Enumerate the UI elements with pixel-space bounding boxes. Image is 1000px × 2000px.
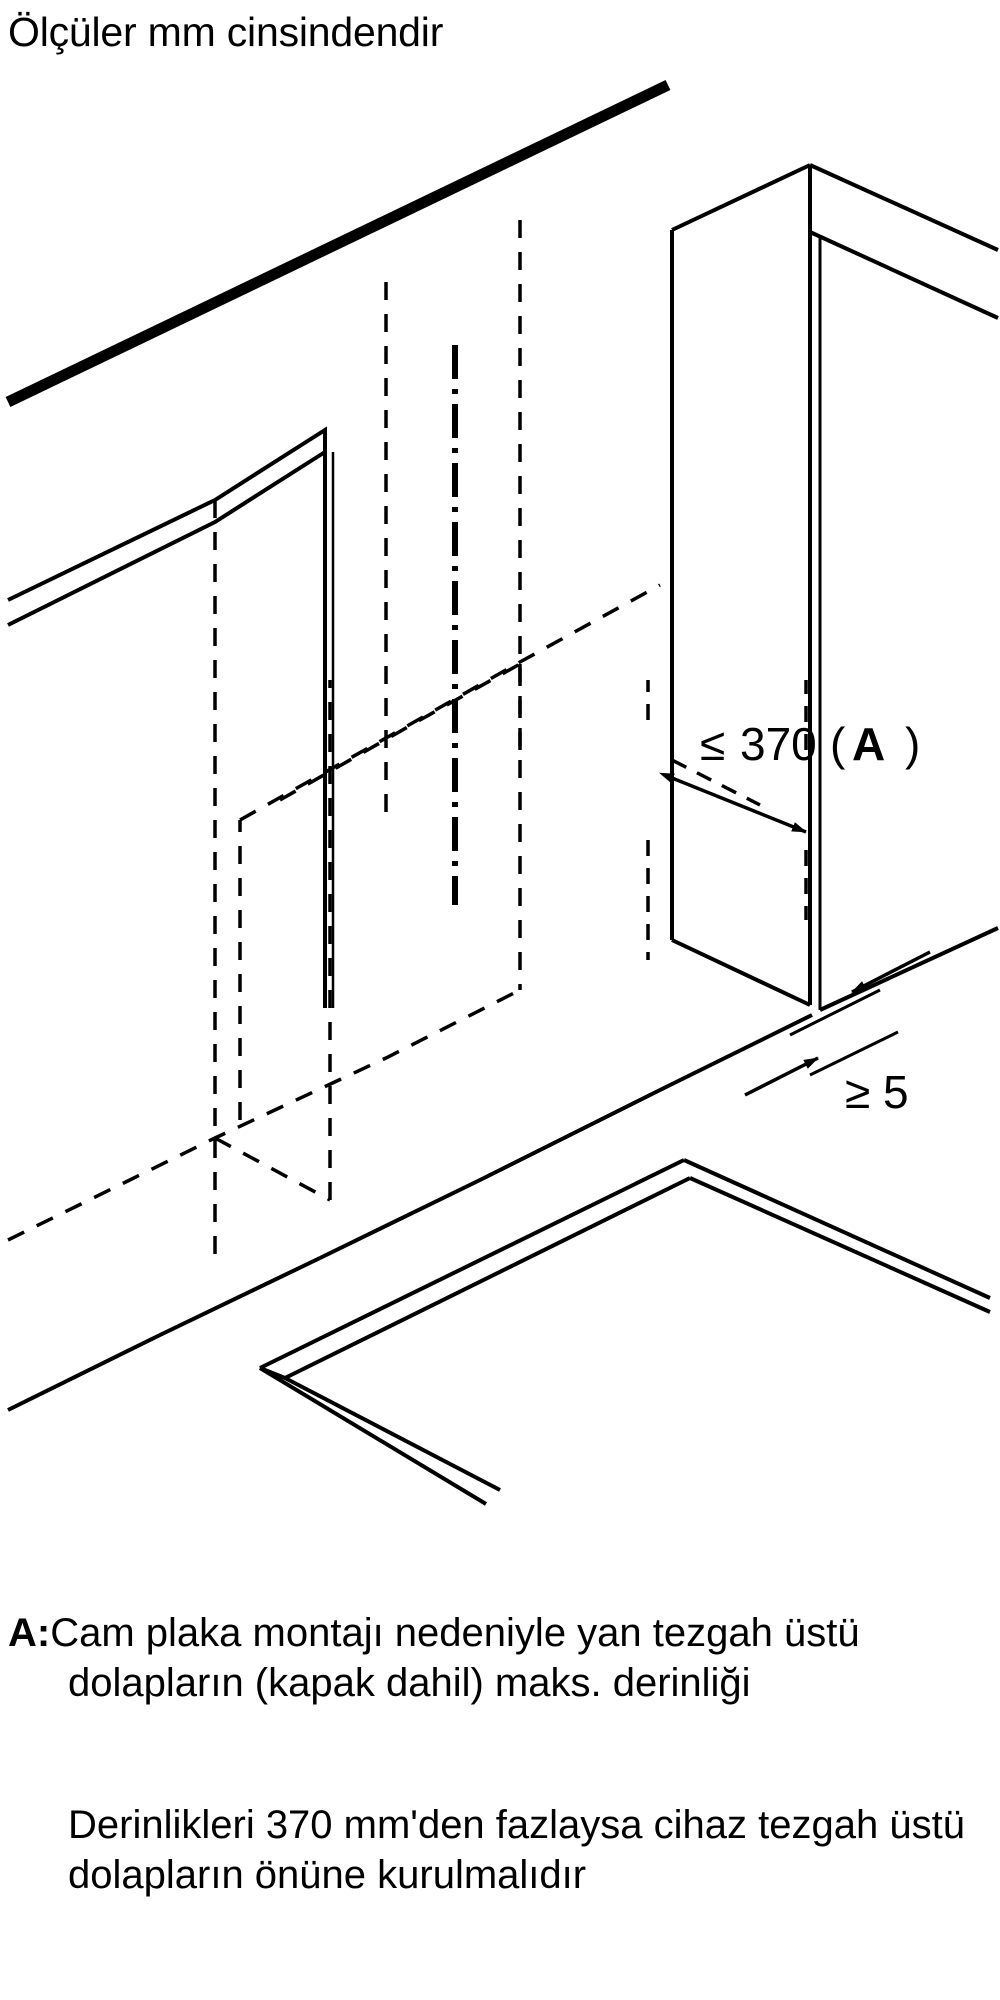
dimension-370-label-prefix: ≤ <box>700 718 725 770</box>
right-tall-cabinet <box>670 163 999 1012</box>
caption-b-text: Derinlikleri 370 mm'den fazlaysa cihaz t… <box>68 1803 965 1897</box>
worktop-foreground-v <box>258 1158 991 1506</box>
dimension-370-paren-close: ) <box>905 718 920 770</box>
worktop-foreground-left <box>7 1013 813 1412</box>
dimension-370-value: 370 <box>740 718 817 770</box>
dimension-370-paren-open: ( <box>830 718 846 770</box>
installation-diagram: ≤ 370 ( A ) ≥ 5 <box>5 80 999 1506</box>
caption-b-block: Derinlikleri 370 mm'den fazlaysa cihaz t… <box>8 1800 968 1900</box>
page-title: Ölçüler mm cinsindendir <box>8 9 444 55</box>
caption-a-marker: A: <box>8 1611 51 1655</box>
dimension-5-gap: ≥ 5 <box>744 950 931 1118</box>
dimension-5-label: ≥ 5 <box>845 1066 909 1118</box>
caption-a-block: A:Cam plaka montajı nedeniyle yan tezgah… <box>8 1608 968 1708</box>
caption-a-text: Cam plaka montajı nedeniyle yan tezgah ü… <box>50 1611 860 1705</box>
dimension-370-depth: ≤ 370 ( A ) <box>646 680 920 960</box>
dimension-370-reference-marker: A <box>852 718 885 770</box>
ceiling-thick-line <box>5 80 671 407</box>
hidden-appliance-outline <box>7 583 661 1242</box>
left-wall-cabinet <box>7 426 335 1260</box>
